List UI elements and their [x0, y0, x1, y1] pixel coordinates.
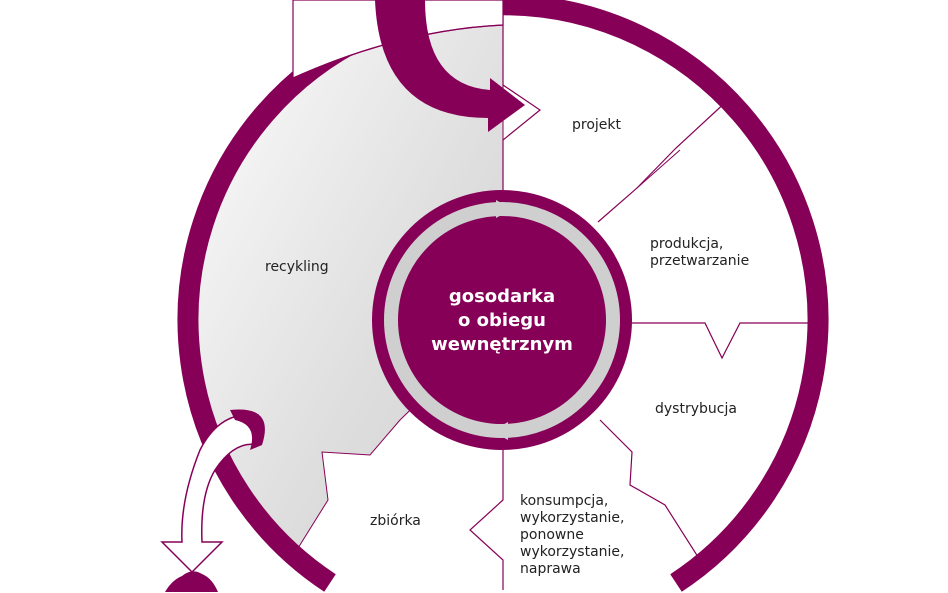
divider-top	[502, 15, 542, 200]
waste-pile-icon	[165, 571, 218, 592]
center-inner	[400, 218, 604, 422]
label-produkcja: produkcja, przetwarzanie	[650, 236, 749, 270]
label-konsumpcja-line5: naprawa	[520, 561, 581, 577]
center-title: gosodarka o obiegu wewnętrznym	[402, 285, 602, 357]
label-konsumpcja-line3: ponowne	[520, 527, 584, 543]
label-konsumpcja-line4: wykorzystanie,	[520, 544, 625, 560]
label-konsumpcja-line1: konsumpcja,	[520, 493, 609, 509]
label-projekt: projekt	[572, 117, 621, 133]
label-produkcja-line1: produkcja,	[650, 236, 724, 252]
divider-konsumpcja-zbiorka	[469, 450, 504, 590]
divider-produkcja-dystrybucja	[630, 322, 809, 360]
input-arrow	[375, 0, 525, 132]
label-produkcja-line2: przetwarzanie	[650, 253, 750, 269]
label-konsumpcja-line2: wykorzystanie,	[520, 510, 625, 526]
center-line-3: wewnętrznym	[431, 334, 573, 355]
label-recykling: recykling	[265, 259, 329, 275]
label-dystrybucja: dystrybucja	[655, 401, 737, 417]
output-arrow	[160, 413, 259, 574]
center-line-2: o obiegu	[458, 310, 546, 331]
output-arrow-mouth	[230, 409, 265, 450]
center-line-1: gosodarka	[448, 286, 556, 307]
cycle-arrow-bottom	[492, 422, 508, 440]
cycle-arrow-top	[496, 200, 512, 218]
label-zbiorka: zbiórka	[370, 513, 421, 529]
label-konsumpcja: konsumpcja, wykorzystanie, ponowne wykor…	[520, 493, 625, 578]
